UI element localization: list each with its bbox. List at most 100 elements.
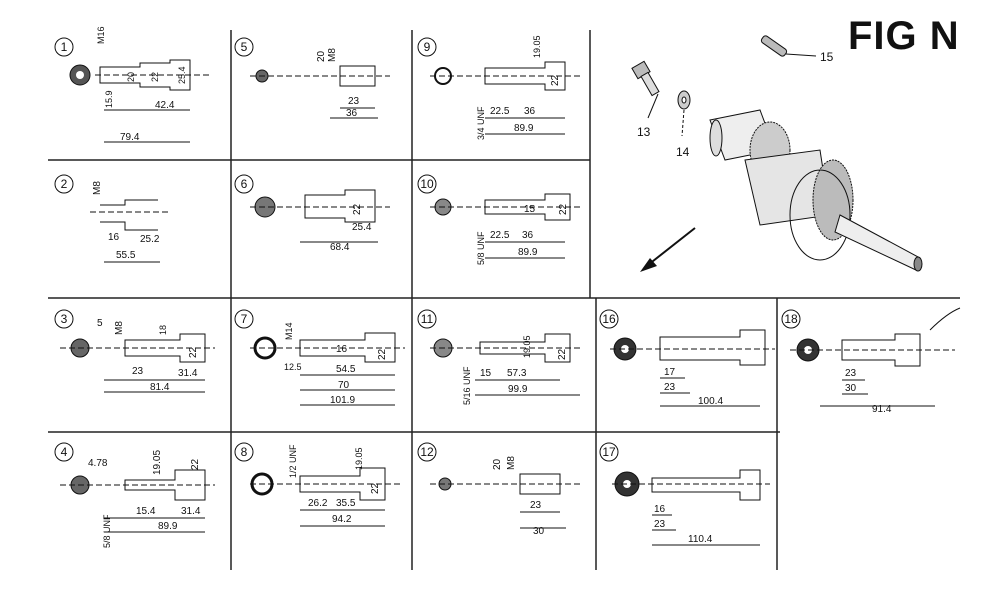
cell-18-dim-2: 91.4 (872, 404, 892, 415)
cell-16-number-circle (599, 309, 619, 329)
cell-17: 17 16 23 110.4 (599, 442, 770, 546)
cell-12: 12 20 M8 23 30 (417, 442, 580, 537)
cell-4-dim-3: 15.4 (136, 506, 156, 517)
cell-8-dim-4: 22 (370, 482, 381, 494)
cell-9-shaft (484, 61, 566, 91)
cell-3-dim-0: 5 (97, 318, 103, 329)
cell-18: 18 23 30 91.4 (781, 307, 961, 415)
cell-2-dim-0: M8 (92, 181, 103, 195)
cell-9-dim-1: 22 (550, 74, 561, 86)
cell-10-shaft (484, 193, 571, 221)
cell-18-dim-1: 30 (845, 383, 857, 394)
cell-10-dim-0: 22 (558, 203, 569, 215)
cell-3-dim-5: 31.4 (178, 368, 198, 379)
cell-11-dim-2: 15 (480, 368, 492, 379)
cell-3-dim-2: 18 (158, 325, 168, 335)
cell-7: 7 M14 12.5 16 54.5 22 70 101.9 (234, 309, 405, 406)
cell-18-number-circle (781, 309, 801, 329)
cell-5-number-circle (234, 37, 254, 57)
cell-18-shaft (841, 333, 921, 367)
cell-8-dim-2: 26.2 (308, 498, 328, 509)
cell-1-dim-2: 22 (150, 72, 160, 82)
cell-9: 9 19.05 22 22.5 36 89.9 3/4 UNF (417, 35, 580, 140)
cell-17-number: 17 (602, 445, 616, 459)
cell-11-shaft (479, 333, 571, 363)
cell-5-number: 5 (241, 40, 248, 54)
washer-14: 14 (676, 90, 691, 159)
cell-7-shaft (299, 332, 396, 363)
cell-6-number: 6 (241, 177, 248, 191)
cell-5-dim-3: 36 (346, 108, 358, 119)
cell-7-dim-0: M14 (284, 322, 294, 340)
cell-2-dim-1: 16 (108, 232, 120, 243)
cell-18-number: 18 (784, 312, 798, 326)
cell-7-number-circle (234, 309, 254, 329)
cell-7-dim-5: 70 (338, 380, 350, 391)
part-14-label: 14 (676, 145, 690, 159)
cell-7-dim-1: 12.5 (284, 362, 302, 372)
cell-17-shaft (651, 469, 761, 501)
cell-3-dim-1: M8 (114, 321, 125, 335)
cell-5-dim-1: M8 (327, 48, 338, 62)
cell-5: 5 20 M8 23 36 (234, 37, 390, 119)
cell-9-number-circle (417, 37, 437, 57)
cell-7-dim-3: 54.5 (336, 364, 356, 375)
cell-4-shaft (124, 469, 206, 501)
cell-6-dim-1: 25.4 (352, 222, 372, 233)
cell-6-dim-0: 22 (352, 203, 363, 215)
cell-3-number-circle (54, 309, 74, 329)
cell-16-dim-2: 100.4 (698, 396, 723, 407)
cell-1-dim-3: 25.4 (177, 66, 187, 84)
cell-10: 10 22 15 22.5 36 89.9 5/8 UNF (417, 174, 580, 265)
cell-6-dim-2: 68.4 (330, 242, 350, 253)
cell-6: 6 22 25.4 68.4 (234, 174, 390, 253)
cell-10-number-circle (417, 174, 437, 194)
grid-lines (48, 30, 960, 570)
cell-11: 11 19.05 22 15 57.3 99.9 5/16 UNF (417, 309, 580, 405)
cell-3-dim-4: 23 (132, 366, 144, 377)
cell-8-dim-1: 19.05 (354, 447, 364, 470)
cell-12-shaft (519, 473, 561, 495)
cell-12-dim-3: 30 (533, 526, 545, 537)
cell-2: 2 M8 16 25.2 55.5 (54, 174, 170, 263)
cell-4-dim-4: 31.4 (181, 506, 201, 517)
key-15: 15 (760, 35, 834, 64)
cell-9-dim-4: 89.9 (514, 123, 534, 134)
cell-2-dim-2: 25.2 (140, 234, 160, 245)
cell-16-dim-0: 17 (664, 367, 676, 378)
cell-17-dim-2: 110.4 (688, 534, 713, 545)
figure-title: FIG N (848, 14, 960, 58)
cell-16-shaft (659, 329, 766, 366)
cell-2-number-circle (54, 174, 74, 194)
cell-11-number: 11 (421, 312, 434, 326)
cell-12-dim-2: 23 (530, 500, 542, 511)
cell-17-dim-1: 23 (654, 519, 666, 530)
cell-3-number: 3 (61, 312, 68, 326)
cell-9-dim-0: 19.05 (532, 35, 542, 58)
cell-8-number: 8 (241, 445, 248, 459)
cell-10-number: 10 (420, 177, 434, 191)
cell-7-number: 7 (241, 312, 248, 326)
part-15-label: 15 (820, 50, 834, 64)
cell-1-number: 1 (61, 40, 68, 54)
cell-8-dim-0: 1/2 UNF (288, 444, 298, 478)
cell-4-dim-5: 89.9 (158, 521, 178, 532)
cell-1-dim-4: 15.9 (104, 90, 114, 108)
cell-1-shaft (99, 59, 191, 91)
cell-4: 4 4.78 19.05 22 15.4 31.4 89.9 5/8 UNF (54, 442, 215, 548)
cell-11-dim-1: 22 (557, 348, 568, 360)
cell-5-shaft (339, 65, 376, 87)
cell-1: 1 M16 20 22 25.4 15.9 42.4 79.4 (54, 26, 210, 143)
cell-12-dim-1: M8 (506, 456, 517, 470)
cell-8-dim-3: 35.5 (336, 498, 356, 509)
bolt-13: 13 (631, 60, 660, 139)
cell-4-dim-6: 5/8 UNF (102, 514, 112, 548)
cell-1-number-circle (54, 37, 74, 57)
cell-10-dim-5: 5/8 UNF (476, 231, 486, 265)
cell-9-dim-2: 22.5 (490, 106, 510, 117)
cell-3-dim-3: 22 (188, 346, 199, 358)
cell-1-dim-6: 79.4 (120, 132, 140, 143)
cell-12-number: 12 (420, 445, 434, 459)
cell-5-dim-2: 23 (348, 96, 360, 107)
